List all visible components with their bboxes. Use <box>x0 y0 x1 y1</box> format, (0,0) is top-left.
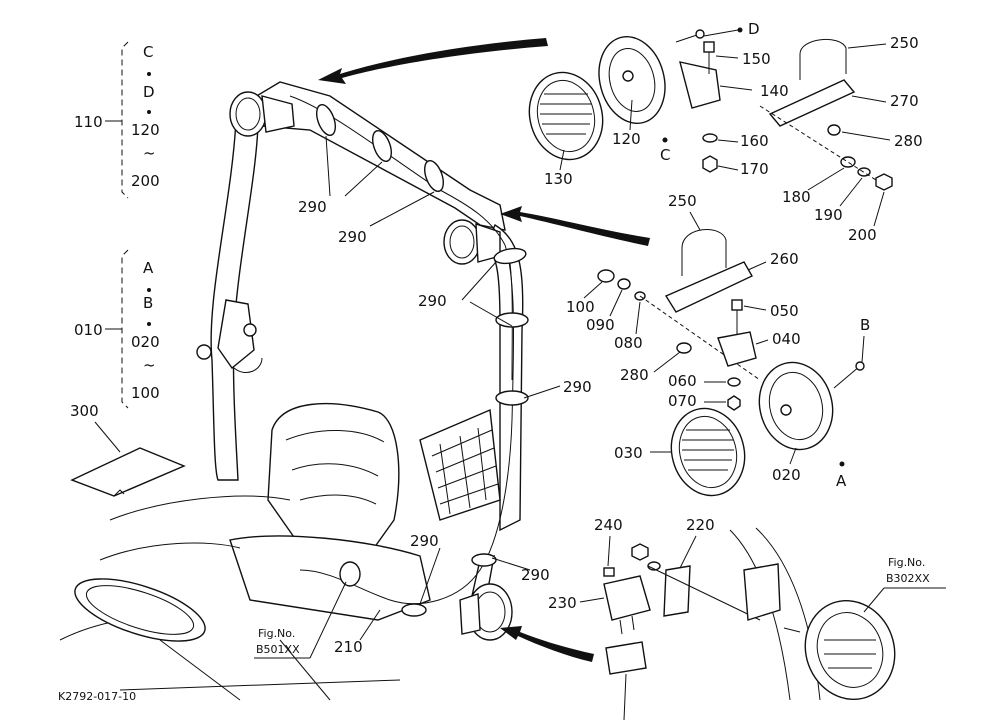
part-label-200: 200 <box>848 226 877 244</box>
dot-marker <box>662 137 668 143</box>
part-label-030: 030 <box>614 444 643 462</box>
dot-marker <box>839 461 845 467</box>
part-label-290: 290 <box>338 228 367 246</box>
figure-ref-b501xx: Fig.No. B501XX <box>254 581 347 659</box>
part-label-070: 070 <box>668 392 697 410</box>
letter-B: B <box>860 316 870 334</box>
part-label-250: 250 <box>890 34 919 52</box>
fig-ref-label: Fig.No. <box>258 627 295 640</box>
letter-A: A <box>836 472 847 490</box>
part-label-290: 290 <box>521 566 550 584</box>
part-label-290: 290 <box>418 292 447 310</box>
dot-separator <box>147 110 151 114</box>
part-label-170: 170 <box>740 160 769 178</box>
group-item-020: 020 <box>131 333 160 351</box>
group-bracket-110: 110 C D 120 ~ 200 <box>74 41 160 199</box>
part-label-180: 180 <box>782 188 811 206</box>
direction-arrows <box>318 38 650 662</box>
dot-separator <box>147 288 151 292</box>
letter-D: D <box>748 20 760 38</box>
figure-ref-b302xx: Fig.No. B302XX <box>863 556 946 613</box>
group-item-100: 100 <box>131 384 160 402</box>
part-label-240: 240 <box>594 516 623 534</box>
group-item-D: D <box>143 83 155 101</box>
relay-assembly <box>603 543 761 721</box>
group-item-B: B <box>143 294 153 312</box>
rear-work-light-left <box>229 91 295 137</box>
fender-turn-signal <box>729 527 896 701</box>
part-label-080: 080 <box>614 334 643 352</box>
part-label-050: 050 <box>770 302 799 320</box>
part-label-140: 140 <box>760 82 789 100</box>
group-item-tilde: ~ <box>143 144 156 162</box>
part-label-270: 270 <box>890 92 919 110</box>
part-label-280: 280 <box>620 366 649 384</box>
drawing-code: K2792-017-10 <box>58 690 136 703</box>
group-item-120: 120 <box>131 121 160 139</box>
front-work-light <box>459 583 513 641</box>
leaders-290 <box>325 135 561 605</box>
dot-separator <box>147 322 151 326</box>
part-label-160: 160 <box>740 132 769 150</box>
group-code-110: 110 <box>74 113 103 131</box>
part-label-040: 040 <box>772 330 801 348</box>
upper-light-assembly <box>528 29 893 191</box>
part-label-300: 300 <box>70 402 99 420</box>
part-label-090: 090 <box>586 316 615 334</box>
part-label-220: 220 <box>686 516 715 534</box>
dot-marker <box>737 27 743 33</box>
group-code-010: 010 <box>74 321 103 339</box>
lower-light-assembly <box>597 229 865 497</box>
grille-guard <box>419 408 501 521</box>
dot-separator <box>147 72 151 76</box>
letter-C: C <box>660 146 670 164</box>
group-item-C: C <box>143 43 153 61</box>
part-label-230: 230 <box>548 594 577 612</box>
part-label-060: 060 <box>668 372 697 390</box>
fig-ref-code: B302XX <box>886 572 930 585</box>
part-label-290: 290 <box>563 378 592 396</box>
seat-and-platform <box>59 403 431 701</box>
part-label-020: 020 <box>772 466 801 484</box>
group-bracket-010: 010 A B 020 ~ 100 <box>74 249 160 409</box>
group-item-A: A <box>143 259 154 277</box>
part-label-290: 290 <box>410 532 439 550</box>
part-label-190: 190 <box>814 206 843 224</box>
group-item-200: 200 <box>131 172 160 190</box>
part-300-sheet: 300 <box>70 402 186 497</box>
part-label-280: 280 <box>894 132 923 150</box>
fig-ref-label: Fig.No. <box>888 556 925 569</box>
part-label-150: 150 <box>742 50 771 68</box>
cable-ties-290 <box>316 104 529 617</box>
group-item-tilde: ~ <box>143 356 156 374</box>
part-label-100: 100 <box>566 298 595 316</box>
rear-work-light-right <box>443 219 501 265</box>
fig-ref-code: B501XX <box>256 643 300 656</box>
part-label-120: 120 <box>612 130 641 148</box>
part-label-210: 210 <box>334 638 363 656</box>
part-label-130: 130 <box>544 170 573 188</box>
part-label-250: 250 <box>668 192 697 210</box>
part-label-260: 260 <box>770 250 799 268</box>
part-label-290: 290 <box>298 198 327 216</box>
